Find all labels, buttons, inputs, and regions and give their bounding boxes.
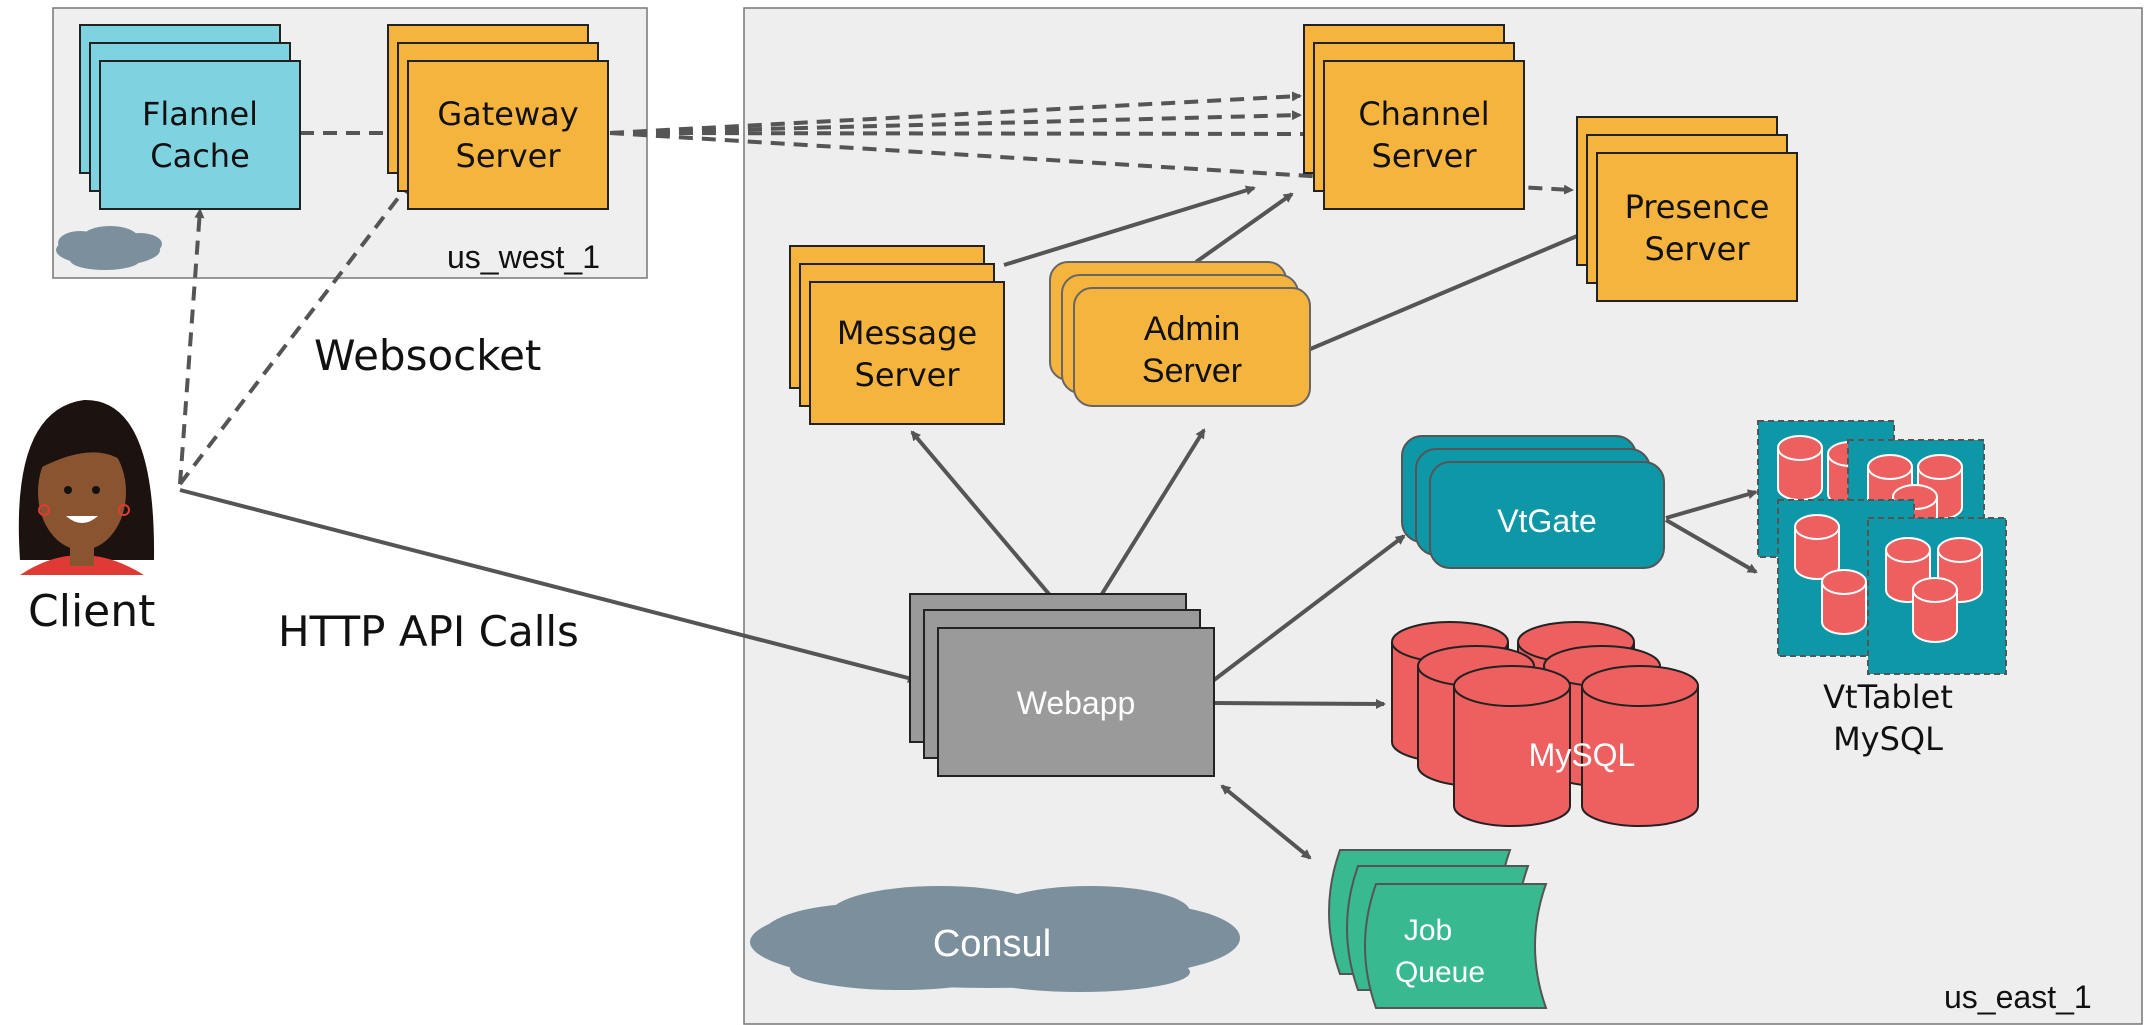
edge-message-channel [1003,185,1256,267]
edge-webapp-mysql [1213,698,1386,709]
http-api-calls-label: HTTP API Calls [278,607,579,656]
edge-vtgate-vttablet-1 [1665,489,1758,520]
job-queue-node[interactable]: Job Queue [1328,849,1548,1009]
edge-webapp-vtgate [1212,534,1406,682]
edge-vtgate-vttablet-2 [1664,518,1758,574]
vttablet-label-1: VtTablet [1823,678,1953,716]
webapp-node[interactable]: Webapp [909,593,1215,777]
cloud-icon [56,226,162,270]
admin-server-label-1: Admin [1144,310,1240,348]
edge-gateway-channel-2 [609,110,1302,135]
gateway-server-node[interactable]: Gateway Server [387,24,609,210]
edge-gateway-channel-3 [609,128,1322,139]
client-label: Client [28,586,155,637]
mysql-label: MySQL [1529,737,1636,773]
admin-server-label-2: Server [1142,352,1242,390]
websocket-label: Websocket [314,331,541,380]
channel-server-label-1: Channel [1358,95,1489,133]
edge-admin-presence [1307,226,1598,352]
consul-label: Consul [933,923,1051,965]
message-server-label-2: Server [855,356,961,394]
admin-server-node[interactable]: Admin Server [1049,261,1311,407]
job-queue-label-1: Job [1404,914,1452,947]
edge-admin-channel [1194,192,1294,264]
region-label-us-east-1: us_east_1 [1944,979,2092,1015]
message-server-label-1: Message [837,314,977,352]
channel-server-node[interactable]: Channel Server [1303,24,1525,210]
presence-server-node[interactable]: Presence Server [1576,116,1798,302]
channel-server-label-2: Server [1372,137,1478,175]
presence-server-label-1: Presence [1625,188,1770,226]
connections [178,91,1758,860]
message-server-node[interactable]: Message Server [789,245,1005,425]
edge-client-gateway [178,183,410,486]
region-label-us-west-1: us_west_1 [447,239,600,275]
client-avatar[interactable] [18,399,155,575]
vttablet-node[interactable]: VtTablet MySQL [1757,420,2007,758]
webapp-label: Webapp [1017,685,1136,721]
edge-client-webapp [179,488,918,683]
consul-node[interactable]: Consul [750,886,1240,992]
flannel-cache-label-1: Flannel [142,95,258,133]
flannel-cache-node[interactable]: Flannel Cache [79,24,301,210]
vttablet-label-2: MySQL [1833,720,1943,758]
mysql-node[interactable]: MySQL [1391,621,1699,827]
presence-server-label-2: Server [1645,230,1751,268]
flannel-cache-label-2: Cache [150,137,250,175]
vtgate-node[interactable]: VtGate [1401,435,1665,569]
vtgate-label: VtGate [1497,503,1597,539]
edge-gateway-channel-1 [609,91,1302,135]
gateway-server-label-2: Server [456,137,562,175]
job-queue-label-2: Queue [1395,956,1485,989]
edge-webapp-jobqueue [1220,784,1312,860]
gateway-server-label-1: Gateway [437,95,578,133]
